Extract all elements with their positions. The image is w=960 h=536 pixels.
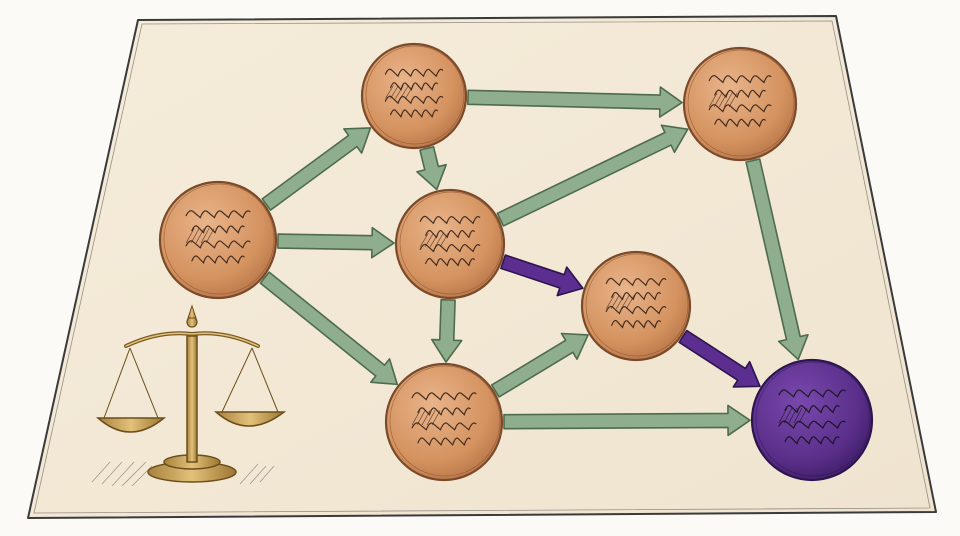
- scribble-text: [390, 109, 438, 118]
- scribble-text: [778, 389, 846, 398]
- scribble-text: [611, 319, 661, 329]
- balance-scale-icon: [91, 304, 287, 487]
- arrow-n3-to-n5: [496, 124, 689, 227]
- arrow-n1-to-n3: [277, 226, 395, 259]
- scribble-text: [417, 437, 471, 447]
- scribble-text: [714, 118, 766, 128]
- scribble-text: [411, 422, 477, 431]
- scribble-text: [384, 68, 444, 78]
- scribble-text: [784, 436, 840, 445]
- scribble-text: [384, 95, 444, 105]
- scribble-text: [778, 420, 846, 429]
- scribble-text: [425, 229, 475, 239]
- scribble-text: [425, 257, 475, 267]
- node-n3: [394, 188, 506, 300]
- node-n5: [682, 46, 798, 162]
- scribble-text: [411, 392, 477, 401]
- scribble-text: [708, 104, 772, 113]
- scribble-text: [605, 305, 667, 315]
- scribble-text: [191, 255, 245, 265]
- scribble-text: [191, 225, 245, 234]
- edges-layer: [259, 86, 809, 437]
- scribble-text: [605, 277, 667, 287]
- arrow-n5-to-n8: [745, 158, 809, 361]
- arrow-n3-to-n6: [500, 254, 584, 297]
- arrow-n1-to-n2: [261, 127, 372, 211]
- scribble-text: [419, 243, 481, 253]
- arrow-n2-to-n5: [467, 86, 683, 118]
- scribble-text: [611, 291, 661, 301]
- arrow-n4-to-n6: [490, 332, 589, 398]
- scribble-text: [714, 89, 766, 99]
- scribble-text: [185, 210, 251, 219]
- arrow-n4-to-n8: [503, 404, 751, 437]
- node-n1: [158, 180, 278, 300]
- node-n6: [580, 250, 692, 362]
- arrow-n3-to-n4: [430, 298, 463, 363]
- scribble-text: [390, 82, 438, 91]
- scribble-text: [185, 240, 251, 249]
- node-n2: [360, 42, 468, 150]
- arrow-n2-to-n3: [416, 146, 447, 191]
- scribble-text: [784, 404, 840, 414]
- nodes-layer: [158, 42, 874, 482]
- node-n4: [384, 362, 504, 482]
- scribble-text: [417, 407, 471, 416]
- terminal-node-n8: [750, 358, 874, 482]
- scribble-text: [708, 75, 772, 84]
- arrow-n6-to-n8: [678, 329, 761, 388]
- arrow-n1-to-n4: [259, 271, 399, 386]
- scribble-text: [419, 215, 481, 225]
- paper-sheet-sketch-line: [33, 20, 931, 514]
